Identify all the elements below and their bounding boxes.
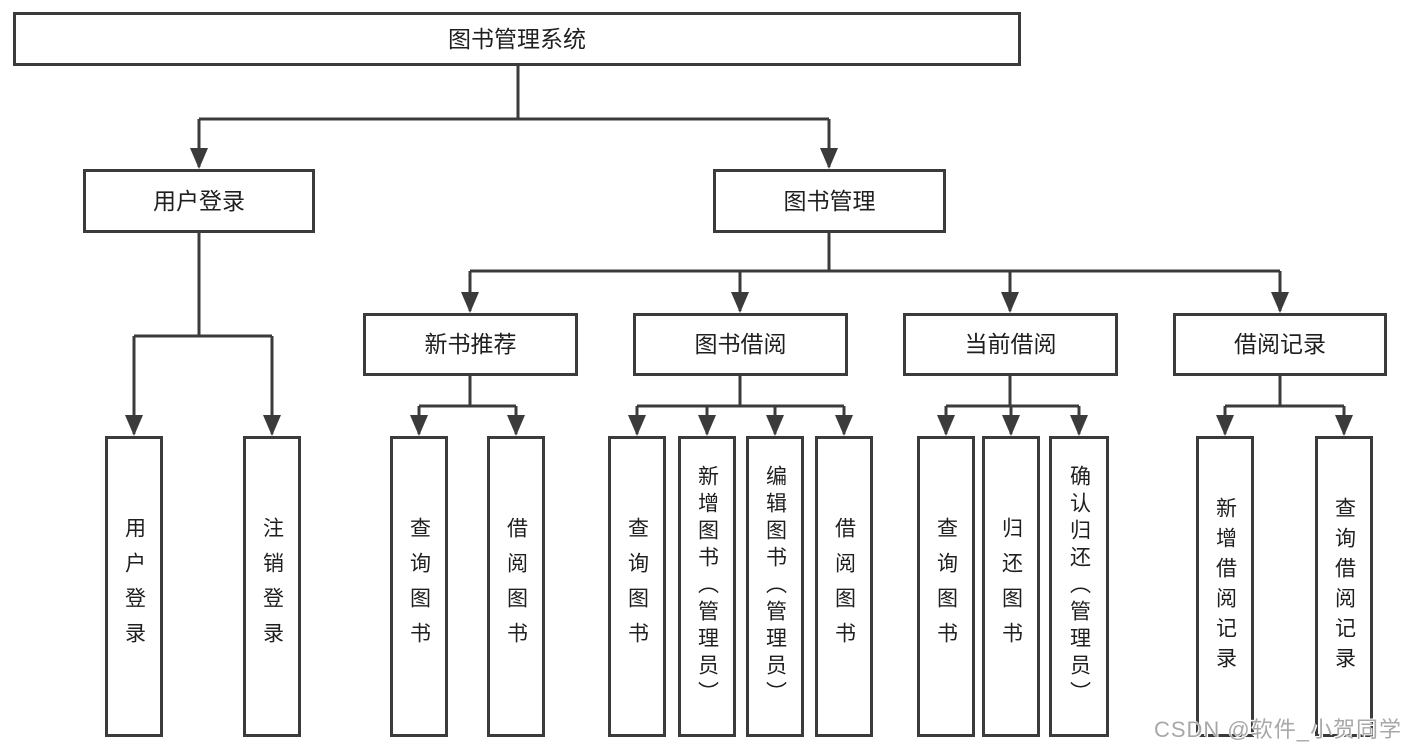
node-leaf-borrow-book-a: 借阅图书 [487, 436, 545, 737]
node-label: 确认归还（管理员） [1067, 465, 1091, 708]
node-label: 新书推荐 [424, 331, 517, 357]
node-label: 新增图书（管理员） [695, 465, 719, 708]
node-leaf-logout: 注销登录 [243, 436, 301, 737]
node-root: 图书管理系统 [13, 12, 1021, 66]
node-leaf-query-record: 查询借阅记录 [1315, 436, 1373, 737]
node-leaf-query-book-a: 查询图书 [390, 436, 448, 737]
node-label: 用户登录 [153, 187, 245, 214]
node-label: 图书借阅 [694, 331, 787, 357]
node-label: 借阅图书 [504, 516, 528, 657]
node-label: 用户登录 [122, 516, 146, 657]
node-leaf-return-book: 归还图书 [982, 436, 1040, 737]
node-label: 图书管理 [783, 187, 876, 214]
node-new-book-rec: 新书推荐 [363, 313, 578, 376]
node-label: 编辑图书（管理员） [763, 465, 787, 708]
node-label: 查询借阅记录 [1332, 496, 1356, 677]
node-current-borrow: 当前借阅 [903, 313, 1118, 376]
node-label: 借阅记录 [1234, 331, 1326, 357]
node-user-login: 用户登录 [83, 169, 315, 233]
node-leaf-query-book-c: 查询图书 [917, 436, 975, 737]
node-label: 注销登录 [260, 516, 284, 657]
node-leaf-confirm-return: 确认归还（管理员） [1049, 436, 1109, 737]
node-book-borrow: 图书借阅 [633, 313, 848, 376]
node-label: 查询图书 [407, 516, 431, 657]
node-label: 图书管理系统 [448, 25, 586, 52]
node-leaf-query-book-b: 查询图书 [608, 436, 666, 737]
node-leaf-edit-book: 编辑图书（管理员） [746, 436, 804, 737]
node-borrow-record: 借阅记录 [1173, 313, 1387, 376]
node-label: 当前借阅 [964, 331, 1057, 357]
node-label: 新增借阅记录 [1213, 496, 1237, 677]
node-leaf-borrow-book-b: 借阅图书 [815, 436, 873, 737]
node-label: 借阅图书 [832, 516, 856, 657]
node-label: 查询图书 [934, 516, 958, 657]
node-leaf-add-book: 新增图书（管理员） [678, 436, 736, 737]
node-label: 查询图书 [625, 516, 649, 657]
node-label: 归还图书 [999, 516, 1023, 657]
node-leaf-user-login: 用户登录 [105, 436, 163, 737]
node-leaf-add-record: 新增借阅记录 [1196, 436, 1254, 737]
node-book-mgmt: 图书管理 [713, 169, 946, 233]
watermark: CSDN @软件_小贺同学 [1153, 717, 1402, 742]
